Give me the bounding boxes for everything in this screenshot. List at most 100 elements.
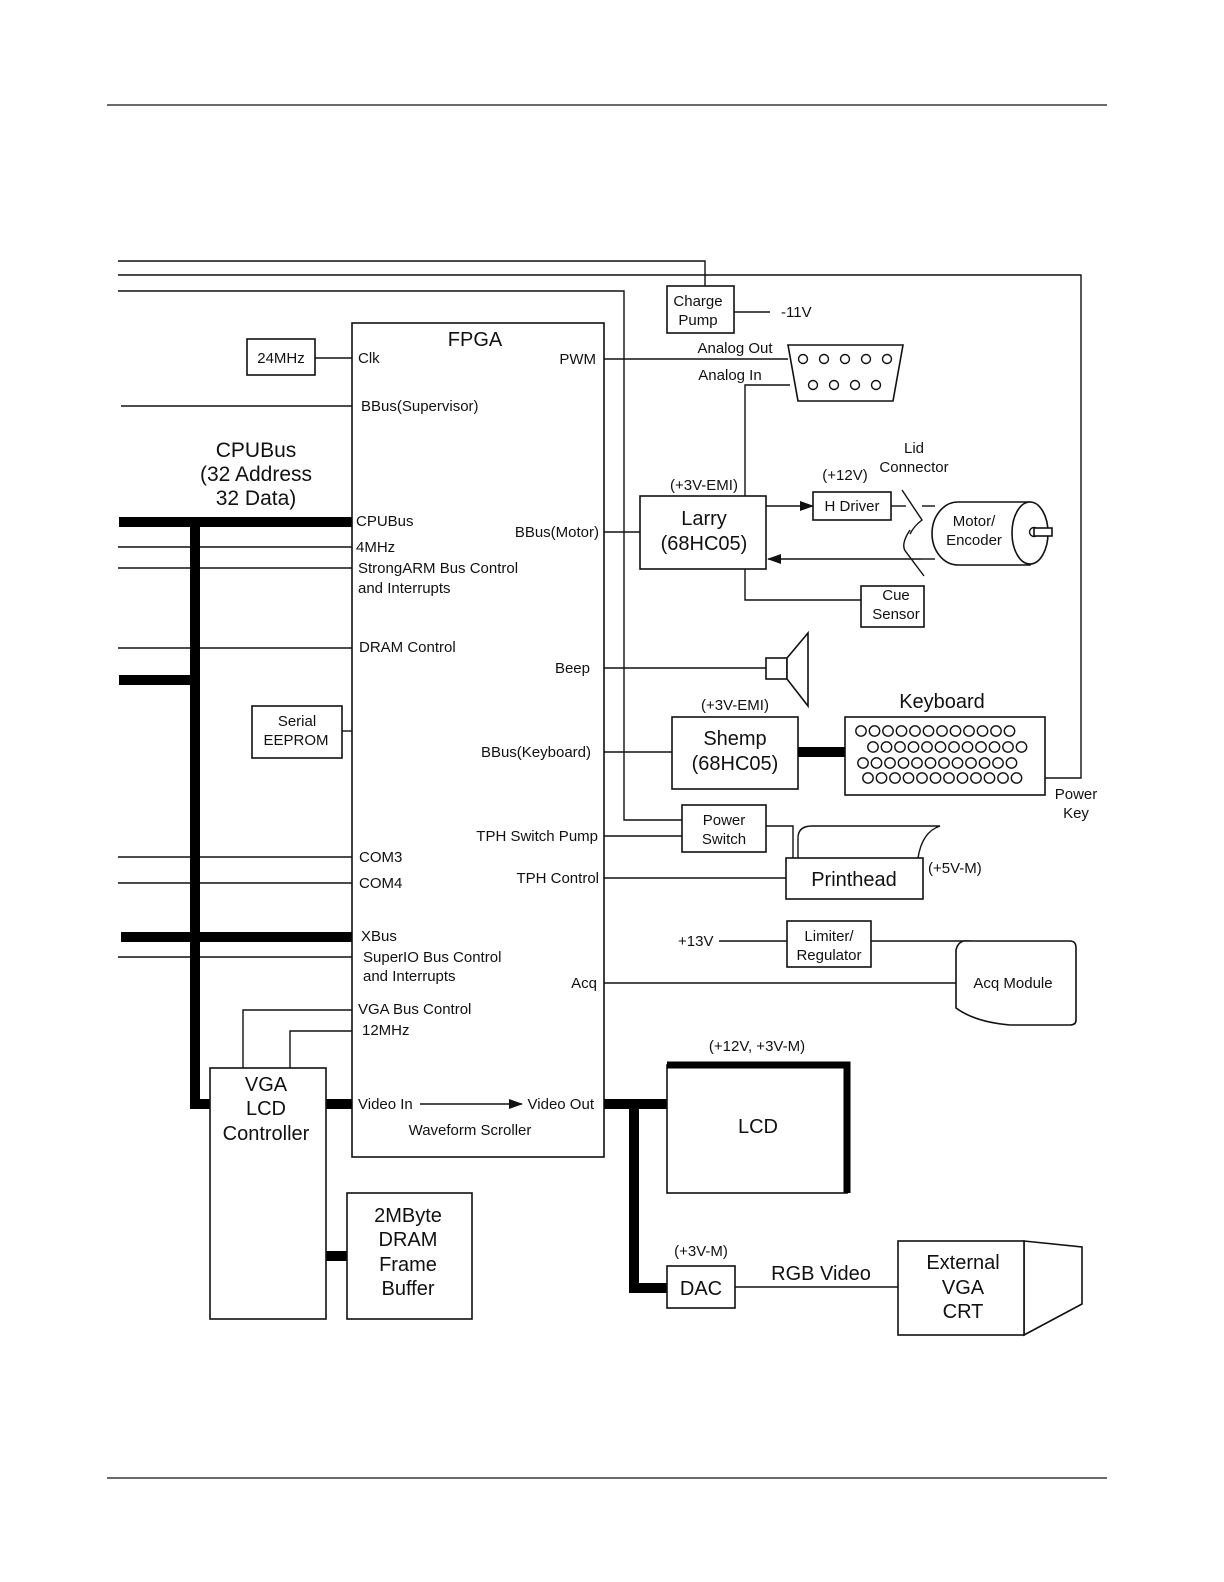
dram-buffer-label-4: Buffer <box>382 1278 435 1300</box>
keyboard-key <box>936 725 948 737</box>
keyboard-key <box>943 772 955 784</box>
analog-out-label: Analog Out <box>697 340 773 357</box>
keyboard-key <box>889 772 901 784</box>
pin-vga-bus-control: VGA Bus Control <box>358 1001 471 1018</box>
crt-monitor: External VGA CRT <box>897 1240 1083 1337</box>
pin-tph-switch-pump: TPH Switch Pump <box>476 828 598 845</box>
keyboard-key <box>897 757 910 769</box>
neg-11v-label: -11V <box>781 304 812 321</box>
keyboard-key <box>1010 772 1023 784</box>
pin-tph-control: TPH Control <box>516 870 599 887</box>
cpubus-label-1: CPUBus <box>216 439 297 462</box>
clock-24mhz-label: 24MHz <box>257 350 305 367</box>
pin-com3: COM3 <box>359 849 402 866</box>
analog-in-label: Analog In <box>698 367 761 384</box>
lid-connector-label-2: Connector <box>879 459 948 476</box>
printhead-power: (+5V-M) <box>928 860 982 877</box>
cpubus-label-3: 32 Data) <box>216 487 297 510</box>
lid-connector-symbol <box>901 489 935 577</box>
dram-buffer-label-3: Frame <box>379 1254 437 1276</box>
motor-label-2: Encoder <box>946 532 1002 549</box>
lcd-power: (+12V, +3V-M) <box>709 1038 805 1055</box>
vga-controller-label-1: VGA <box>245 1074 288 1096</box>
pin-bbus-supervisor: BBus(Supervisor) <box>361 398 479 415</box>
pin-beep: Beep <box>555 660 590 677</box>
vga-controller-label-2: LCD <box>246 1098 286 1120</box>
printhead-label: Printhead <box>811 869 897 891</box>
keyboard-key <box>884 757 896 769</box>
fpga-title: FPGA <box>448 329 503 351</box>
serial-eeprom-box <box>251 705 343 759</box>
pin-com4: COM4 <box>359 875 402 892</box>
keyboard-key <box>916 772 928 784</box>
clock-24mhz-box <box>246 338 316 376</box>
keyboard-key <box>894 741 906 753</box>
dram-buffer-label-1: 2MByte <box>374 1205 442 1227</box>
pin-superio-1: SuperIO Bus Control <box>363 949 501 966</box>
fpga-right-pins: PWM BBus(Motor) Beep BBus(Keyboard) TPH … <box>409 351 599 1139</box>
keyboard-key <box>965 757 977 769</box>
limiter-box <box>786 920 872 968</box>
keyboard-key <box>855 725 867 737</box>
keyboard-key <box>1003 725 1016 737</box>
keyboard-key <box>992 757 1004 769</box>
keyboard-key <box>978 757 991 769</box>
keyboard-keys <box>855 725 1028 784</box>
keyboard-key <box>867 741 879 753</box>
larry-label-1: Larry <box>681 508 727 530</box>
top-wires <box>118 260 1082 821</box>
pin-xbus: XBus <box>361 928 397 945</box>
keyboard-key <box>924 757 937 769</box>
printhead-paper <box>797 825 941 859</box>
h-driver-label: H Driver <box>825 498 880 515</box>
h-driver-power: (+12V) <box>822 467 867 484</box>
video-bus <box>604 1099 667 1293</box>
power-key-label-2: Key <box>1063 805 1089 822</box>
waveform-scroller-label: Waveform Scroller <box>409 1122 532 1139</box>
plus-13v-label: +13V <box>678 933 713 950</box>
pin-12mhz: 12MHz <box>362 1022 410 1039</box>
speaker-icon <box>765 630 809 709</box>
larry-label-2: (68HC05) <box>661 533 748 555</box>
acq-module-label: Acq Module <box>973 975 1052 992</box>
pin-bbus-keyboard: BBus(Keyboard) <box>481 744 591 761</box>
keyboard-key <box>870 757 883 769</box>
pin-acq: Acq <box>571 975 597 992</box>
vga-controller-label-3: Controller <box>223 1123 310 1145</box>
keyboard-key <box>956 772 969 784</box>
keyboard-key <box>938 757 950 769</box>
keyboard-key <box>929 772 942 784</box>
pin-video-in: Video In <box>358 1096 413 1113</box>
power-switch-label-2: Switch <box>702 831 746 848</box>
dac-power: (+3V-M) <box>674 1243 728 1260</box>
charge-pump-label-1: Charge <box>673 293 722 310</box>
motor-encoder: Motor/ Encoder <box>931 501 1053 566</box>
keyboard-key <box>907 741 920 753</box>
power-switch-label-1: Power <box>703 812 746 829</box>
shemp-label-1: Shemp <box>703 728 766 750</box>
crt-label-2: VGA <box>942 1277 985 1299</box>
keyboard-key <box>934 741 947 753</box>
keyboard-key <box>976 725 989 737</box>
keyboard-key <box>949 725 962 737</box>
charge-pump-box <box>666 285 735 334</box>
cue-sensor-label-2: Sensor <box>872 606 920 623</box>
lcd-box <box>666 1064 848 1194</box>
vga-controller-box <box>209 1067 327 1320</box>
pin-dram-control: DRAM Control <box>359 639 456 656</box>
pin-video-out: Video Out <box>528 1096 595 1113</box>
fpga-box <box>351 322 605 1158</box>
pin-strongarm-2: and Interrupts <box>358 580 451 597</box>
lid-connector-label-1: Lid <box>904 440 924 457</box>
acq-module-shape <box>955 940 1077 1026</box>
cpubus-label-2: (32 Address <box>200 463 312 486</box>
fpga-left-pins: Clk BBus(Supervisor) CPUBus 4MHz StrongA… <box>356 350 518 1113</box>
cpu-buses <box>119 517 352 1261</box>
keyboard-key <box>951 757 964 769</box>
power-key-label-1: Power <box>1055 786 1098 803</box>
keyboard-key <box>862 772 874 784</box>
keyboard-key <box>909 725 921 737</box>
larry-box <box>639 495 767 570</box>
keyboard-key <box>857 757 869 769</box>
